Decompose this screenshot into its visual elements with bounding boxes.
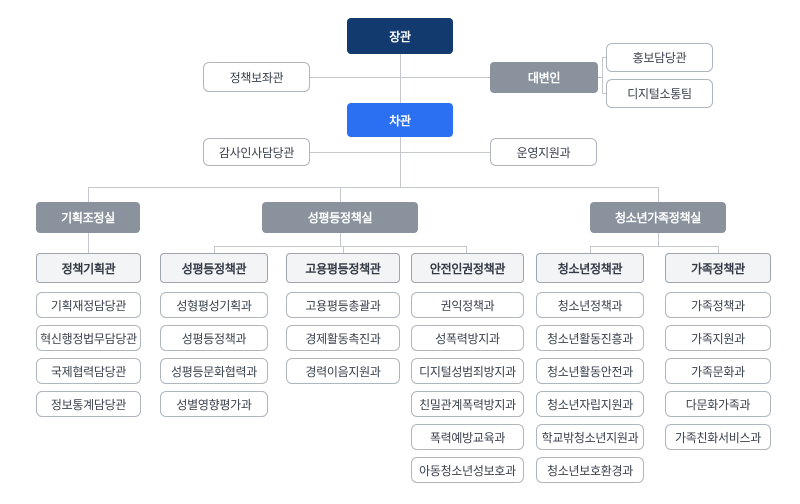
column-safety-human-rights: 안전인권정책관 권익정책과 성폭력방지과 디지털성범죄방지과 친밀관계폭력방지과… [411, 253, 524, 490]
connector-office3-stub [658, 187, 659, 202]
division-box: 다문화가족과 [665, 391, 771, 417]
division-box: 청소년활동안전과 [536, 358, 644, 384]
connector-vice-down [400, 137, 401, 187]
column-youth-policy: 청소년정책관 청소년정책과 청소년활동진흥과 청소년활동안전과 청소년자립지원과… [536, 253, 644, 490]
connector-bureau2c-stub [466, 246, 467, 253]
connector-office1-bureau [88, 233, 89, 253]
bureau-box: 정책기획관 [36, 253, 141, 283]
connector-offices-horizontal [88, 187, 659, 188]
division-box: 기획재정담당관 [36, 292, 141, 318]
division-box: 친밀관계폭력방지과 [411, 391, 524, 417]
connector-office3-branch [590, 246, 718, 247]
division-box: 혁신행정법무담당관 [36, 325, 141, 351]
connector-spokesperson-bracket-v [602, 57, 603, 94]
policy-advisor-box: 정책보좌관 [203, 62, 310, 92]
division-box: 청소년활동진흥과 [536, 325, 644, 351]
connector-office2-branch [214, 246, 467, 247]
connector-bureau3a-stub [590, 246, 591, 253]
connector-bureau3b-stub [718, 246, 719, 253]
division-box: 학교밖청소년지원과 [536, 424, 644, 450]
connector-office2-down [340, 233, 341, 246]
column-employment-equality: 고용평등정책관 고용평등총괄과 경제활동촉진과 경력이음지원과 [286, 253, 400, 391]
division-box: 폭력예방교육과 [411, 424, 524, 450]
bureau-box: 성평등정책관 [160, 253, 268, 283]
connector-office3-down [658, 233, 659, 246]
division-box: 성평등정책과 [160, 325, 268, 351]
connector-spokesperson-bracket-h [598, 77, 603, 78]
connector-advisor-spokesperson [310, 77, 490, 78]
division-box: 성평등문화협력과 [160, 358, 268, 384]
connector-bracket-pr [602, 57, 606, 58]
division-box: 경력이음지원과 [286, 358, 400, 384]
bureau-box: 안전인권정책관 [411, 253, 524, 283]
division-box: 가족친화서비스과 [665, 424, 771, 450]
office-box-youth-family: 청소년가족정책실 [590, 202, 726, 233]
connector-audit-operations [310, 152, 490, 153]
pr-officer-box: 홍보담당관 [606, 43, 713, 72]
office-box-gender-equality: 성평등정책실 [262, 202, 418, 233]
division-box: 청소년자립지원과 [536, 391, 644, 417]
audit-personnel-box: 감사인사담당관 [203, 138, 310, 166]
connector-bureau2b-stub [343, 246, 344, 253]
division-box: 아동청소년성보호과 [411, 457, 524, 483]
bureau-box: 고용평등정책관 [286, 253, 400, 283]
column-policy-planning: 정책기획관 기획재정담당관 혁신행정법무담당관 국제협력담당관 정보통계담당관 [36, 253, 141, 424]
division-box: 경제활동촉진과 [286, 325, 400, 351]
division-box: 권익정책과 [411, 292, 524, 318]
column-family-policy: 가족정책관 가족정책과 가족지원과 가족문화과 다문화가족과 가족친화서비스과 [665, 253, 771, 457]
division-box: 가족정책과 [665, 292, 771, 318]
bureau-box: 가족정책관 [665, 253, 771, 283]
vice-minister-box: 차관 [347, 103, 453, 137]
division-box: 가족문화과 [665, 358, 771, 384]
division-box: 가족지원과 [665, 325, 771, 351]
division-box: 국제협력담당관 [36, 358, 141, 384]
division-box: 청소년정책과 [536, 292, 644, 318]
operations-support-box: 운영지원과 [490, 138, 597, 166]
connector-office1-stub [88, 187, 89, 202]
bureau-box: 청소년정책관 [536, 253, 644, 283]
division-box: 고용평등총괄과 [286, 292, 400, 318]
division-box: 성형평성기획과 [160, 292, 268, 318]
connector-bracket-digital [602, 93, 606, 94]
connector-office2-stub [340, 187, 341, 202]
digital-comms-team-box: 디지털소통팀 [606, 79, 713, 108]
division-box: 정보통계담당관 [36, 391, 141, 417]
minister-box: 장관 [347, 18, 453, 54]
division-box: 청소년보호환경과 [536, 457, 644, 483]
column-gender-equality-policy: 성평등정책관 성형평성기획과 성평등정책과 성평등문화협력과 성별영향평가과 [160, 253, 268, 424]
division-box: 성별영향평가과 [160, 391, 268, 417]
connector-minister-vice [400, 54, 401, 103]
connector-bureau2a-stub [214, 246, 215, 253]
division-box: 성폭력방지과 [411, 325, 524, 351]
division-box: 디지털성범죄방지과 [411, 358, 524, 384]
office-box-planning-coordination: 기획조정실 [36, 202, 140, 233]
spokesperson-box: 대변인 [490, 62, 598, 93]
